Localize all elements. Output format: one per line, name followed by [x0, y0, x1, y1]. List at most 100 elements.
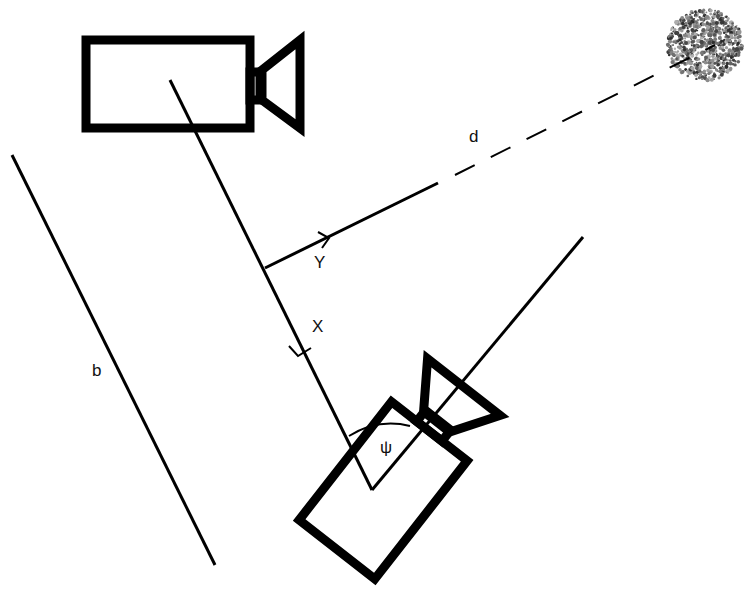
blob-dot: [716, 14, 720, 18]
axis-label: ψ: [378, 438, 394, 457]
blob-dot: [671, 61, 675, 65]
blob-dot: [732, 47, 735, 50]
blob-dot: [671, 44, 673, 46]
blob-dot: [732, 59, 735, 62]
blob-dot: [733, 30, 736, 33]
blob-dot: [693, 44, 696, 47]
blob-dot: [696, 12, 698, 14]
blob-dot: [720, 45, 722, 47]
blob-dot: [725, 66, 727, 68]
blob-dot: [718, 28, 720, 30]
blob-dot: [718, 31, 722, 35]
blob-dot: [695, 49, 697, 51]
blob-dot: [714, 29, 718, 33]
blob-dot: [732, 42, 735, 45]
blob-dot: [691, 12, 693, 14]
blob-dot: [683, 48, 686, 51]
blob-dot: [710, 65, 714, 69]
blob-dot: [684, 41, 688, 45]
blob-dot: [706, 22, 709, 25]
axis-label: Y: [312, 253, 327, 272]
blob-dot: [721, 46, 724, 49]
blob-dot: [720, 20, 724, 24]
blob-dot: [685, 42, 688, 45]
blob-dot: [680, 16, 684, 20]
blob-dot: [709, 9, 712, 12]
blob-dot: [680, 21, 684, 25]
blob-dot: [705, 15, 709, 19]
blob-dot: [676, 39, 678, 41]
blob-dot: [716, 25, 718, 27]
blob-dot: [722, 17, 725, 20]
blob-dot: [710, 78, 714, 82]
blob-dot: [676, 53, 679, 56]
blob-dot: [730, 57, 732, 59]
blob-dot: [686, 30, 689, 33]
blob-dot: [701, 75, 705, 79]
blob-dot: [706, 62, 709, 65]
blob-dot: [709, 33, 713, 37]
blob-dot: [695, 57, 698, 60]
blob-dot: [710, 49, 712, 51]
blob-dot: [725, 38, 729, 42]
blob-dot: [698, 34, 700, 36]
blob-dot: [668, 54, 671, 57]
blob-dot: [720, 14, 722, 16]
blob-dot: [687, 62, 689, 64]
blob-dot: [715, 21, 719, 25]
blob-dot: [720, 73, 724, 77]
blob-dot: [691, 48, 694, 51]
blob-dot: [725, 27, 727, 29]
blob-dot: [671, 32, 673, 34]
blob-dot: [736, 25, 738, 27]
blob-dot: [729, 67, 733, 71]
blob-dot: [695, 29, 697, 31]
blob-dot: [734, 54, 737, 57]
blob-dot: [702, 23, 706, 27]
blob-dot: [695, 16, 697, 18]
blob-dot: [725, 34, 727, 36]
blob-dot: [698, 70, 702, 74]
target-blob: [666, 8, 744, 82]
blob-dot: [722, 62, 725, 65]
blob-dot: [700, 44, 704, 48]
blob-dot: [716, 64, 719, 67]
blob-dot: [706, 12, 708, 14]
blob-dot: [695, 53, 698, 56]
blob-dot: [713, 74, 717, 78]
blob-dot: [678, 37, 680, 39]
blob-dot: [703, 14, 705, 16]
blob-dot: [674, 31, 678, 35]
blob-dot: [677, 50, 679, 52]
blob-dot: [730, 40, 732, 42]
blob-dot: [729, 20, 733, 24]
blob-dot: [696, 63, 699, 66]
blob-dot: [735, 47, 739, 51]
blob-dot: [702, 34, 704, 36]
blob-dot: [682, 26, 685, 29]
blob-dot: [683, 62, 686, 65]
blob-dot: [709, 70, 713, 74]
blob-dot: [695, 13, 699, 17]
blob-dot: [677, 40, 679, 42]
blob-dot: [672, 40, 675, 43]
blob-dot: [714, 10, 716, 12]
blob-dot: [724, 36, 726, 38]
blob-dot: [723, 25, 725, 27]
blob-dot: [722, 30, 725, 33]
blob-dot: [724, 16, 726, 18]
blob-dot: [737, 42, 740, 45]
blob-dot: [713, 33, 717, 37]
blob-dot: [700, 51, 704, 55]
blob-dot: [727, 53, 731, 57]
blob-dot: [697, 45, 700, 48]
blob-dot: [672, 30, 674, 32]
blob-dot: [725, 20, 728, 23]
blob-dot: [672, 35, 674, 37]
blob-dot: [684, 22, 687, 25]
blob-dot: [723, 60, 725, 62]
blob-dot: [684, 37, 686, 39]
blob-dot: [709, 13, 712, 16]
